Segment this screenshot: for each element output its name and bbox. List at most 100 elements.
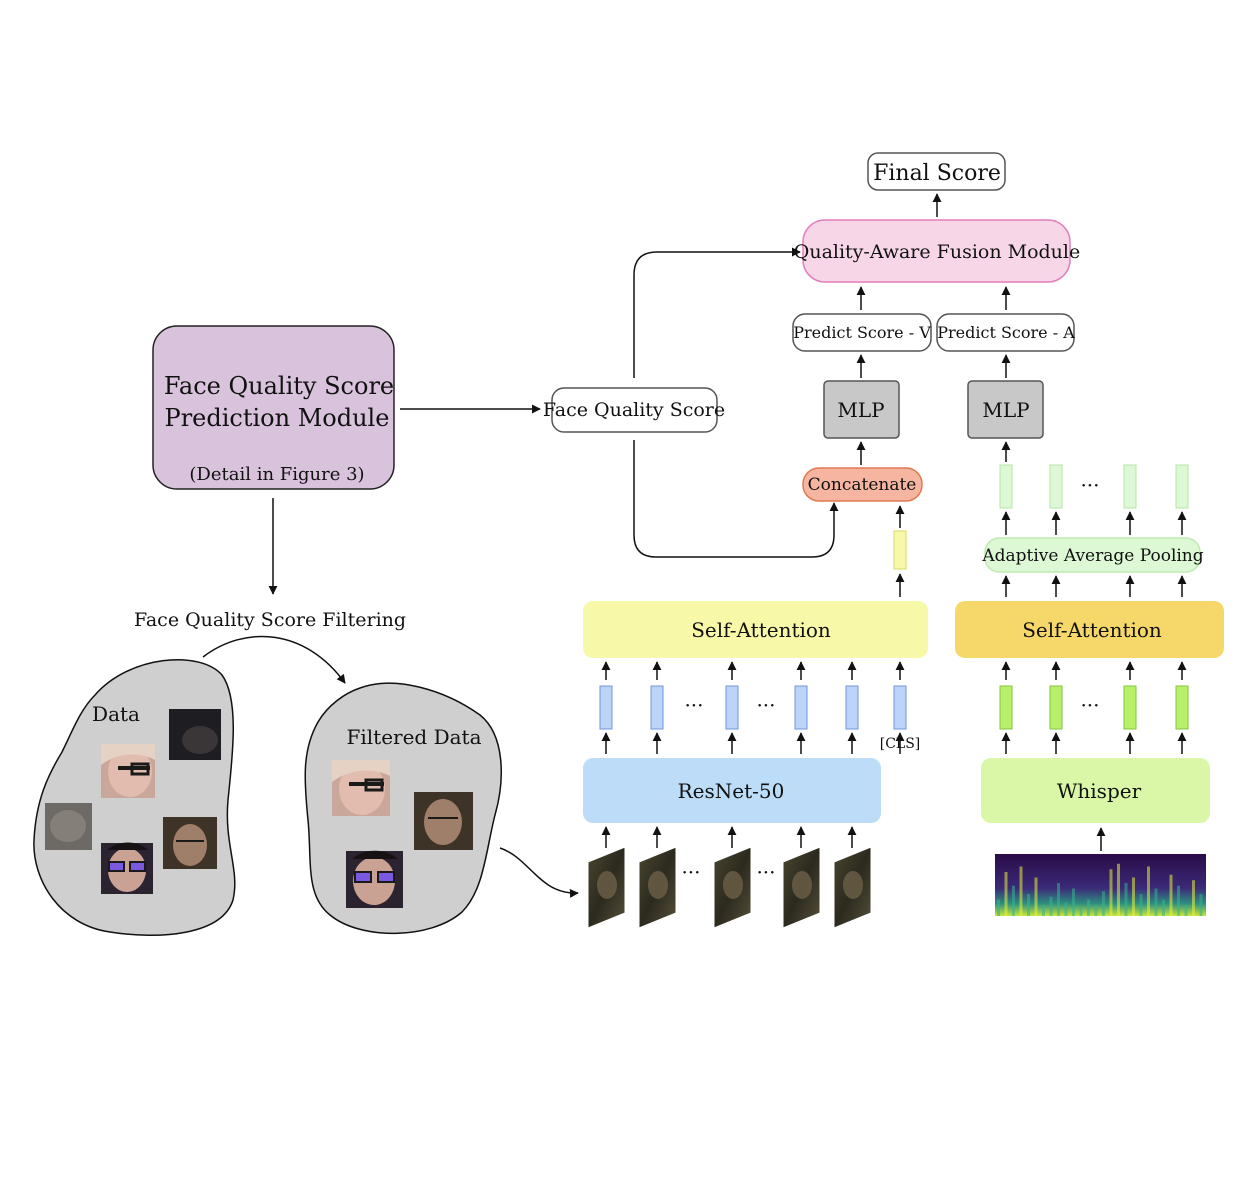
spectrogram-band: [1184, 905, 1188, 916]
audio-pooled-token: [1175, 464, 1189, 509]
cls-token-label: [CLS]: [880, 736, 921, 752]
concatenate-label: Concatenate: [808, 475, 917, 495]
video-frame-face: [843, 871, 863, 899]
self-attention-audio-label: Self-Attention: [1022, 618, 1162, 642]
adaptive-pooling-box: [984, 537, 1201, 573]
face-thumbnail: [332, 760, 390, 816]
face-thumbnail: [45, 803, 92, 850]
face-thumbnail: [101, 842, 153, 894]
video-frame-face: [792, 871, 812, 899]
predict-score-v-box: [792, 313, 932, 352]
spectrogram-band: [1034, 877, 1038, 916]
module-title-line2: Prediction Module: [165, 404, 390, 432]
audio-token: [1123, 685, 1137, 730]
video-frame-face: [648, 871, 668, 899]
face-quality-score-box: [551, 387, 718, 433]
mlp-audio-label: MLP: [982, 398, 1029, 422]
audio-token: [999, 685, 1013, 730]
adaptive-pooling-label: Adaptive Average Pooling: [981, 546, 1203, 566]
video-token: [650, 685, 664, 730]
video-frame-group: [587, 826, 872, 929]
audio-token-group: [999, 661, 1189, 754]
spectrogram-band: [1169, 874, 1173, 916]
mlp-video-label: MLP: [837, 398, 884, 422]
predict-score-v-label: Predict Score - V: [793, 323, 931, 342]
spectrogram-band: [1109, 869, 1113, 916]
spectrogram-band: [1139, 894, 1143, 916]
arrow-filtered-to-frames: [499, 847, 579, 898]
predict-score-a-label: Predict Score - A: [937, 323, 1075, 342]
module-note: (Detail in Figure 3): [189, 464, 364, 485]
final-score-box: [867, 152, 1006, 191]
spectrogram-band: [1154, 888, 1158, 916]
video-token: [794, 685, 808, 730]
concatenate-box: [802, 467, 923, 502]
resnet-box: [583, 758, 881, 823]
resnet-label: ResNet-50: [678, 779, 785, 803]
self-attention-video-label: Self-Attention: [691, 618, 831, 642]
video-token: [845, 685, 859, 730]
video-token-group: [599, 661, 907, 754]
spectrogram-band: [1087, 899, 1090, 916]
face-thumbnail: [101, 744, 155, 798]
predict-score-a-box: [936, 313, 1075, 352]
face-quality-score-label: Face Quality Score: [543, 399, 725, 421]
spectrogram-band: [1049, 896, 1053, 916]
fusion-module-label: Quality-Aware Fusion Module: [794, 241, 1080, 263]
video-ellipsis-2: ···: [756, 693, 775, 717]
video-token: [725, 685, 739, 730]
video-frame-face: [723, 871, 743, 899]
spectrogram-band: [1012, 885, 1015, 916]
spectrogram-band: [1027, 894, 1030, 916]
arrow-score-to-concatenate: [633, 440, 839, 558]
face-thumbnail: [163, 817, 217, 869]
video-token: [599, 685, 613, 730]
video-ellipsis-1: ···: [684, 693, 703, 717]
mlp-video-box: [823, 380, 900, 439]
face-thumbnail: [169, 709, 221, 760]
spectrogram-band: [997, 899, 1000, 916]
audio-pooled-token: [999, 464, 1013, 509]
arrow-data-to-filtered: [202, 635, 346, 684]
spectrogram-band: [1132, 877, 1135, 916]
frames-ellipsis-2: ···: [756, 860, 775, 884]
spectrogram-band: [1072, 888, 1075, 916]
frames-ellipsis-1: ···: [681, 860, 700, 884]
cls-output-token: [893, 530, 907, 570]
spectrogram-band: [1117, 863, 1120, 916]
spectrogram-band: [1057, 883, 1060, 916]
fusion-module-box: [802, 219, 1071, 283]
spectrogram-band: [1124, 883, 1128, 916]
spectrogram-band: [1079, 907, 1083, 916]
spectrogram-band: [1177, 885, 1180, 916]
spectrogram-band: [1192, 880, 1195, 916]
video-frame-face: [597, 871, 617, 899]
video-token: [893, 685, 907, 730]
audio-ellipsis: ···: [1080, 693, 1099, 717]
module-title-line1: Face Quality Score: [164, 372, 394, 400]
filtering-label: Face Quality Score Filtering: [134, 609, 406, 631]
spectrogram-band: [1199, 894, 1203, 916]
audio-top-ellipsis: ···: [1080, 473, 1099, 497]
whisper-label: Whisper: [1057, 779, 1142, 803]
data-label: Data: [92, 702, 140, 726]
audio-spectrogram: [995, 854, 1206, 916]
spectrogram-band: [1102, 891, 1105, 916]
spectrogram-band: [1019, 866, 1023, 916]
face-quality-module-box: [152, 325, 395, 490]
final-score-label: Final Score: [873, 161, 1001, 186]
audio-token: [1049, 685, 1063, 730]
spectrogram-band: [1094, 905, 1098, 916]
filtered-data-label: Filtered Data: [346, 725, 481, 749]
audio-pooled-token-group: [999, 464, 1189, 597]
spectrogram-band: [1147, 866, 1150, 916]
spectrogram-band: [1064, 902, 1068, 916]
spectrogram-band: [1004, 872, 1008, 916]
self-attention-audio-box: [955, 601, 1224, 658]
face-thumbnail: [346, 850, 403, 908]
audio-pooled-token: [1049, 464, 1063, 509]
mlp-audio-box: [967, 380, 1044, 439]
audio-token: [1175, 685, 1189, 730]
whisper-box: [981, 758, 1210, 823]
